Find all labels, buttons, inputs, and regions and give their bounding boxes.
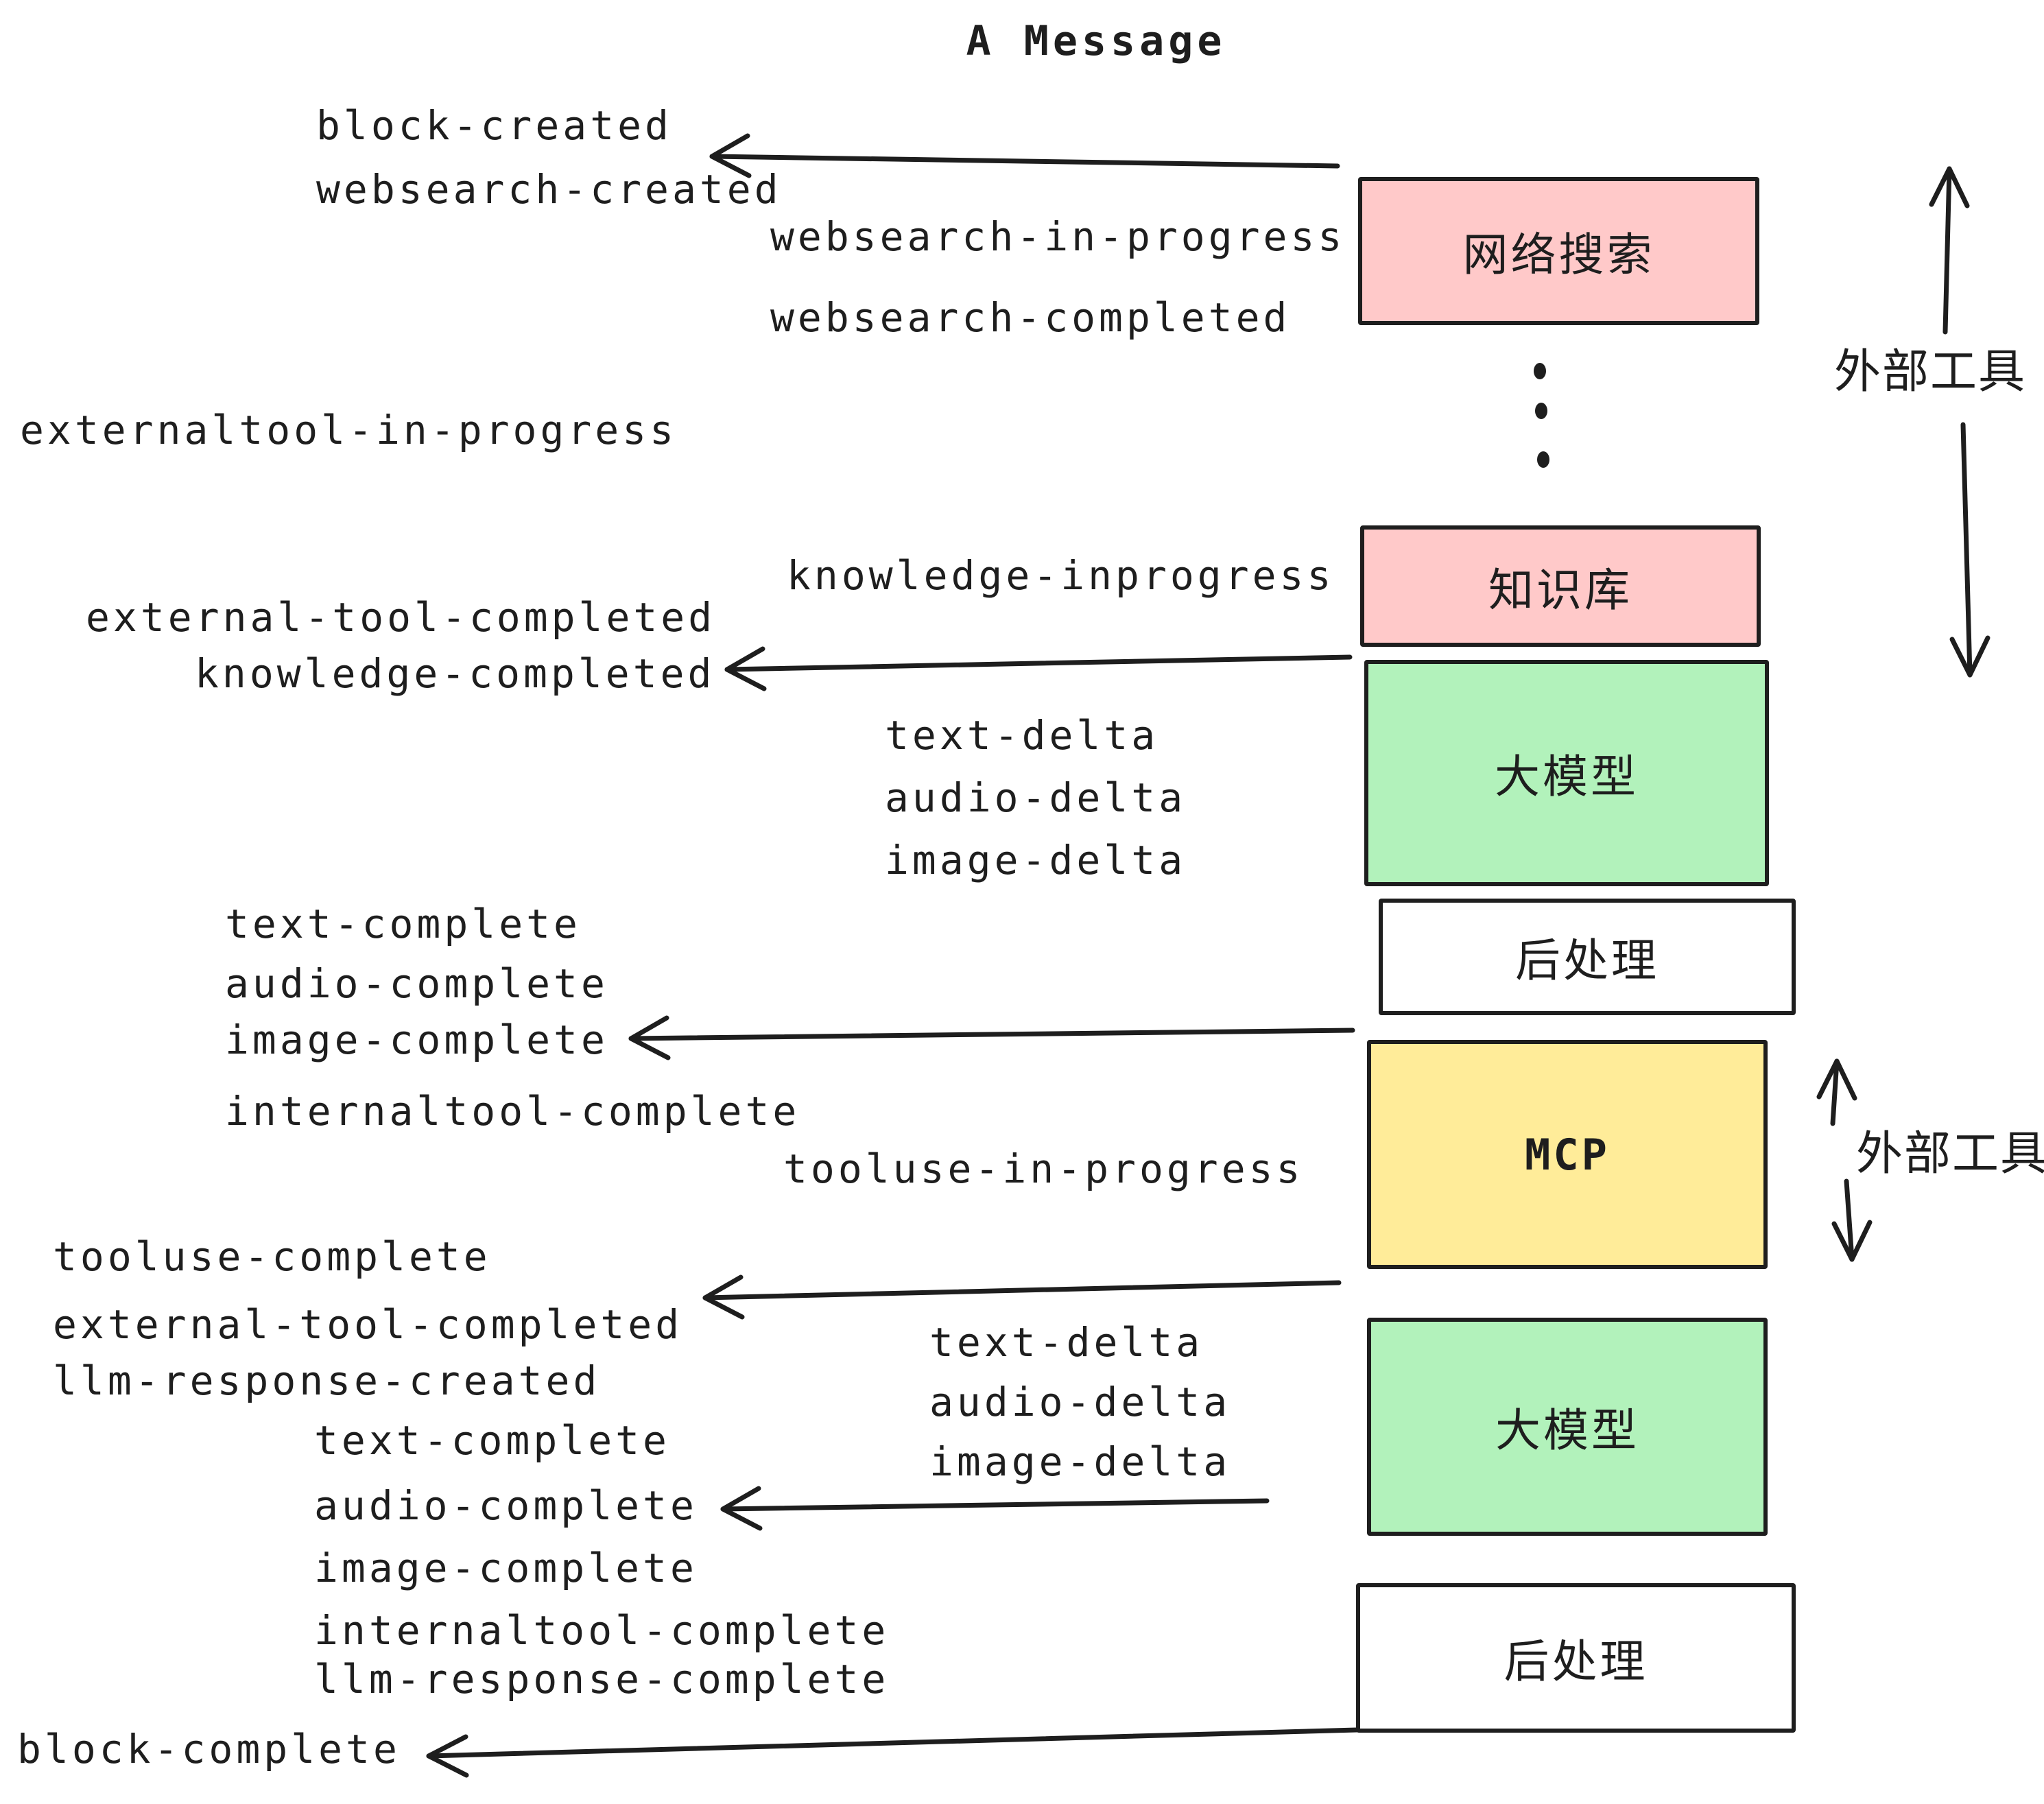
- box-llm-2-label: 大模型: [1495, 1404, 1639, 1457]
- event-label-image-delta-2: image-delta: [929, 1438, 1231, 1485]
- box-postprocess-2: 后处理: [1356, 1583, 1796, 1733]
- arrow-left-audio-complete-icon: [720, 1486, 1270, 1531]
- box-websearch: 网络搜索: [1358, 177, 1759, 325]
- box-postprocess-1-label: 后处理: [1515, 934, 1659, 987]
- event-label-audio-complete-2: audio-complete: [314, 1482, 698, 1529]
- event-label-tooluse-in-progress: tooluse-in-progress: [783, 1146, 1304, 1192]
- arrow-up-external-tools-bottom-icon: [1816, 1058, 1857, 1126]
- arrow-down-external-tools-bottom-icon: [1831, 1178, 1873, 1262]
- event-label-tooluse-complete: tooluse-complete: [53, 1233, 491, 1280]
- event-label-audio-complete-1: audio-complete: [225, 960, 608, 1007]
- box-llm-1: 大模型: [1364, 660, 1769, 886]
- event-label-block-complete: block-complete: [17, 1726, 401, 1772]
- box-knowledge: 知识库: [1360, 525, 1761, 647]
- box-postprocess-1: 后处理: [1379, 899, 1796, 1015]
- box-websearch-label: 网络搜索: [1462, 228, 1655, 281]
- box-postprocess-2-label: 后处理: [1504, 1635, 1648, 1688]
- vertical-ellipsis-icon: [1534, 363, 1549, 468]
- box-knowledge-label: 知识库: [1488, 563, 1632, 617]
- event-label-internaltool-complete-1: internaltool-complete: [225, 1088, 800, 1135]
- event-label-websearch-created: websearch-created: [316, 166, 782, 213]
- event-label-image-delta-1: image-delta: [885, 837, 1187, 883]
- arrow-down-external-tools-top-icon: [1949, 422, 1990, 678]
- arrow-left-websearch-created-icon: [709, 133, 1340, 178]
- event-label-websearch-completed: websearch-completed: [770, 294, 1291, 341]
- side-label-external-tools-top: 外部工具: [1834, 345, 2027, 399]
- page-title: A Message: [966, 17, 1226, 65]
- event-label-text-delta-2: text-delta: [929, 1319, 1204, 1366]
- event-label-llm-response-complete: llm-response-complete: [314, 1656, 890, 1702]
- arrow-left-block-complete-icon: [426, 1727, 1359, 1778]
- arrow-left-tooluse-complete-icon: [702, 1274, 1342, 1320]
- event-label-text-complete-1: text-complete: [225, 901, 581, 947]
- event-label-knowledge-inprogress: knowledge-inprogress: [787, 552, 1335, 599]
- event-label-image-complete-1: image-complete: [225, 1017, 608, 1063]
- box-mcp-label: MCP: [1525, 1129, 1610, 1180]
- event-label-websearch-in-progress: websearch-in-progress: [770, 213, 1346, 260]
- event-label-external-tool-completed: external-tool-completed: [86, 594, 716, 641]
- event-label-image-complete-2: image-complete: [314, 1545, 698, 1591]
- event-label-internaltool-complete-2: internaltool-complete: [314, 1607, 890, 1654]
- event-label-block-created: block-created: [316, 102, 672, 149]
- event-label-knowledge-completed: knowledge-completed: [195, 650, 715, 697]
- box-mcp: MCP: [1367, 1040, 1768, 1269]
- event-label-audio-delta-2: audio-delta: [929, 1379, 1231, 1425]
- event-label-external-tool-completed-2: external-tool-completed: [53, 1301, 683, 1348]
- event-label-text-delta-1: text-delta: [885, 712, 1159, 759]
- box-llm-2: 大模型: [1367, 1318, 1768, 1536]
- event-label-text-complete-2: text-complete: [314, 1417, 670, 1464]
- arrow-left-internal-complete-icon: [628, 1015, 1355, 1060]
- event-label-llm-response-created: llm-response-created: [53, 1357, 601, 1404]
- box-llm-1-label: 大模型: [1495, 750, 1639, 803]
- arrow-left-knowledge-completed-icon: [724, 646, 1353, 691]
- arrow-up-external-tools-top-icon: [1929, 166, 1970, 335]
- event-label-externaltool-in-progress: externaltool-in-progress: [20, 407, 678, 453]
- side-label-external-tools-bottom: 外部工具: [1856, 1127, 2044, 1181]
- event-label-audio-delta-1: audio-delta: [885, 774, 1187, 821]
